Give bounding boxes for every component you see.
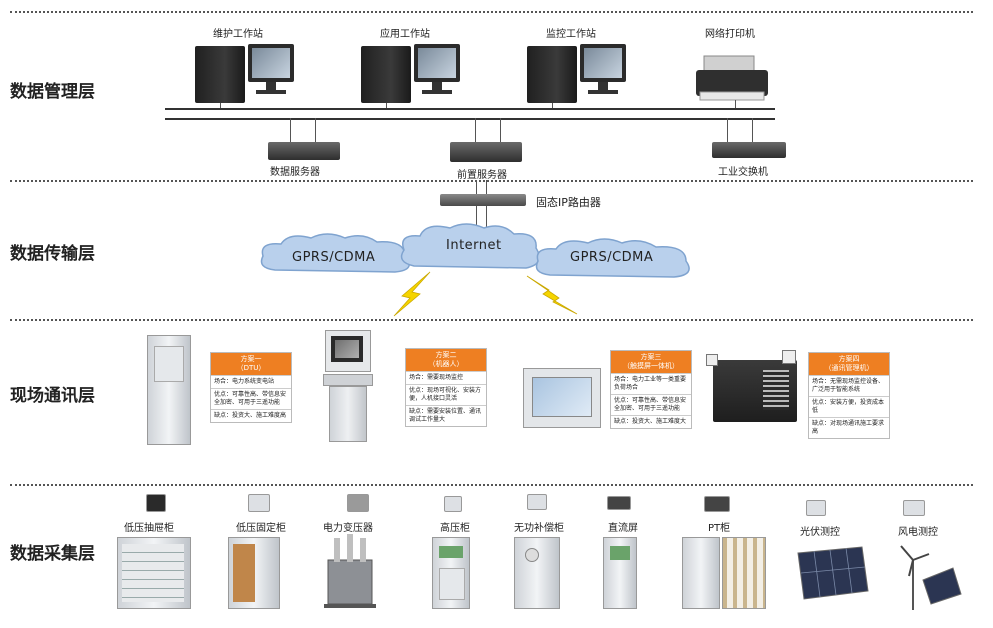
meter-icon-4 <box>444 496 462 512</box>
solar-panel-icon <box>797 546 869 600</box>
comm-manager <box>713 360 797 422</box>
acq-label-6: 直流屏 <box>608 523 638 534</box>
network-bus-lower <box>165 118 775 120</box>
printer-icon <box>696 55 768 101</box>
monitor-station-monitor <box>580 44 626 82</box>
meter-icon-1 <box>146 494 166 512</box>
data-server <box>268 142 340 160</box>
power-transformer-icon <box>324 534 376 608</box>
divider-top <box>10 11 973 13</box>
scheme-2-cons: 缺点：需要安装位置、通讯调试工作量大 <box>406 405 486 426</box>
acq-label-4: 高压柜 <box>440 523 470 534</box>
monitor-station-tower <box>527 46 577 103</box>
ip-router <box>440 194 526 206</box>
internet-cloud-icon <box>400 223 541 269</box>
scheme-2-subtitle: （机器人） <box>428 360 464 368</box>
gprs-cloud-right-icon <box>535 238 690 278</box>
meter-icon-9 <box>903 500 925 516</box>
gprs-right-label: GPRS/CDMA <box>570 250 654 265</box>
scheme-3-subtitle: （触摸屏一体机） <box>623 362 679 370</box>
dtu-cabinet <box>147 335 191 445</box>
scheme-2-panel: 方案二（机器人） 场合：需要现场监控 优点：现场可视化、安装方便，人机接口灵活 … <box>405 348 487 427</box>
wind-turbine-icon <box>900 545 962 610</box>
divider-transmission-field <box>10 319 973 321</box>
scheme-4-title: 方案四 <box>838 355 860 363</box>
acq-label-7: PT柜 <box>708 523 731 534</box>
lightning-left-icon <box>393 271 431 317</box>
dc-panel-cabinet <box>603 537 637 609</box>
scheme-1-scene: 场合：电力系统变电站 <box>211 375 291 388</box>
scheme-4-subtitle: （通讯管理机） <box>824 364 874 372</box>
ip-router-label: 固态IP路由器 <box>536 196 601 209</box>
low-voltage-fixed-cabinet <box>228 537 280 609</box>
industrial-switch-label: 工业交换机 <box>718 167 768 178</box>
internet-label: Internet <box>446 238 502 253</box>
scheme-2-scene: 场合：需要现场监控 <box>406 371 486 384</box>
app-station-monitor <box>414 44 460 82</box>
maint-station-tower <box>195 46 245 103</box>
gprs-left-label: GPRS/CDMA <box>292 250 376 265</box>
acq-label-3: 电力变压器 <box>323 523 373 534</box>
network-printer-label: 网络打印机 <box>705 29 755 40</box>
layer-title-management: 数据管理层 <box>10 82 95 102</box>
network-bus-upper <box>165 108 775 110</box>
meter-icon-5 <box>527 494 547 510</box>
acq-label-9: 风电测控 <box>898 527 938 538</box>
layer-title-acquisition: 数据采集层 <box>10 544 95 564</box>
app-station-label: 应用工作站 <box>380 29 430 40</box>
reactive-compensation-cabinet <box>514 537 560 609</box>
touchscreen-unit <box>523 368 601 428</box>
kiosk-terminal <box>323 330 373 442</box>
scheme-2-title: 方案二 <box>435 351 457 359</box>
scheme-3-pros: 优点：可靠性高、带信息安全加密、可用于三遥功能 <box>611 394 691 415</box>
scheme-2-pros: 优点：现场可视化、安装方便，人机接口灵活 <box>406 384 486 405</box>
scheme-1-cons: 缺点：投资大、施工难度高 <box>211 409 291 422</box>
data-server-label: 数据服务器 <box>270 167 320 178</box>
front-server-label: 前置服务器 <box>457 170 507 181</box>
acq-label-2: 低压固定柜 <box>236 523 286 534</box>
scheme-1-subtitle: （DTU） <box>236 364 266 372</box>
meter-icon-6 <box>607 496 631 510</box>
meter-icon-8 <box>806 500 826 516</box>
lightning-right-icon <box>526 275 578 315</box>
divider-field-acquisition <box>10 484 973 486</box>
scheme-4-panel: 方案四（通讯管理机） 场合：无需现场监控设备、广泛用于智能系统 优点：安装方便，… <box>808 352 890 439</box>
industrial-switch <box>712 142 786 158</box>
scheme-3-scene: 场合：电力工业等一类重要负荷场合 <box>611 373 691 394</box>
meter-icon-3 <box>347 494 369 512</box>
maint-station-label: 维护工作站 <box>213 29 263 40</box>
front-server <box>450 142 522 162</box>
divider-management-transmission <box>10 180 973 182</box>
layer-title-transmission: 数据传输层 <box>10 244 95 264</box>
low-voltage-drawer-cabinet <box>117 537 191 609</box>
pt-cabinet-interior <box>722 537 766 609</box>
scheme-1-panel: 方案一（DTU） 场合：电力系统变电站 优点：可靠性高、带信息安全加密、可用于三… <box>210 352 292 423</box>
scheme-3-title: 方案三 <box>640 353 662 361</box>
pt-cabinet <box>682 537 720 609</box>
scheme-4-pros: 优点：安装方便，投资成本低 <box>809 396 889 417</box>
scheme-3-cons: 缺点：投资大、施工难度大 <box>611 415 691 428</box>
scheme-4-scene: 场合：无需现场监控设备、广泛用于智能系统 <box>809 375 889 396</box>
layer-title-field-comm: 现场通讯层 <box>10 386 95 406</box>
acq-label-1: 低压抽屉柜 <box>124 523 174 534</box>
scheme-4-cons: 缺点：对现场通讯施工要求高 <box>809 417 889 438</box>
acq-label-8: 光伏测控 <box>800 527 840 538</box>
scheme-3-panel: 方案三（触摸屏一体机） 场合：电力工业等一类重要负荷场合 优点：可靠性高、带信息… <box>610 350 692 429</box>
scheme-1-title: 方案一 <box>240 355 262 363</box>
meter-icon-2 <box>248 494 270 512</box>
acq-label-5: 无功补偿柜 <box>514 523 564 534</box>
scheme-1-pros: 优点：可靠性高、带信息安全加密、可用于三遥功能 <box>211 388 291 409</box>
app-station-tower <box>361 46 411 103</box>
monitor-station-label: 监控工作站 <box>546 29 596 40</box>
maint-station-monitor <box>248 44 294 82</box>
high-voltage-cabinet <box>432 537 470 609</box>
meter-icon-7 <box>704 496 730 512</box>
